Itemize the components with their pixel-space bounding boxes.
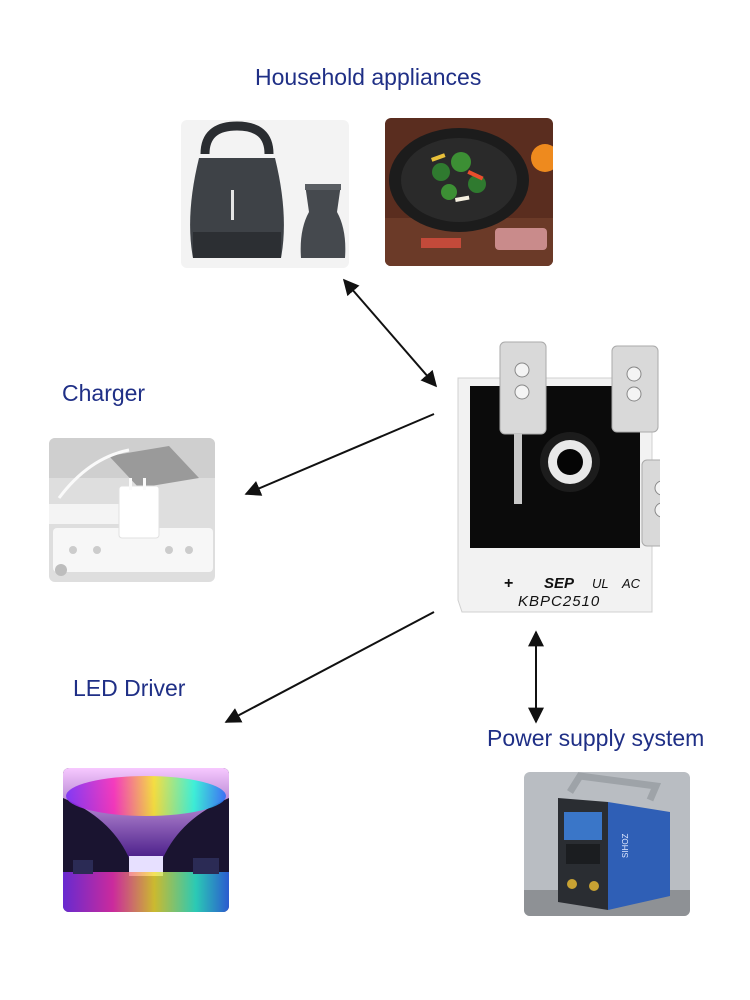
led-canopy-image (63, 768, 229, 912)
welder-brand-text: SIHOZ (621, 833, 630, 858)
component-brand-marking: SEP (544, 575, 575, 592)
terminal-1 (499, 341, 547, 504)
component-model-marking: KBPC2510 (518, 593, 600, 610)
welding-power-supply-image: SIHOZ (524, 772, 690, 916)
label-charger: Charger (62, 380, 146, 406)
usb-charger-image (49, 438, 215, 582)
component-cert-marking: UL (592, 576, 609, 591)
component-ac-marking: AC (621, 576, 641, 591)
arrow-charger (244, 413, 435, 496)
terminal-3 (641, 459, 689, 547)
wok-induction-cooker-image (385, 118, 553, 266)
arrow-led-driver (224, 611, 435, 723)
terminal-2 (611, 345, 659, 433)
component-plus-marking: + (504, 575, 513, 592)
arrow-household (342, 278, 438, 388)
label-household-appliances: Household appliances (255, 64, 482, 90)
label-led-driver: LED Driver (73, 675, 186, 701)
kettle-appliance-image (181, 120, 349, 268)
bridge-rectifier-component: + SEP UL AC KBPC2510 (430, 330, 689, 625)
label-power-supply-system: Power supply system (487, 725, 705, 751)
